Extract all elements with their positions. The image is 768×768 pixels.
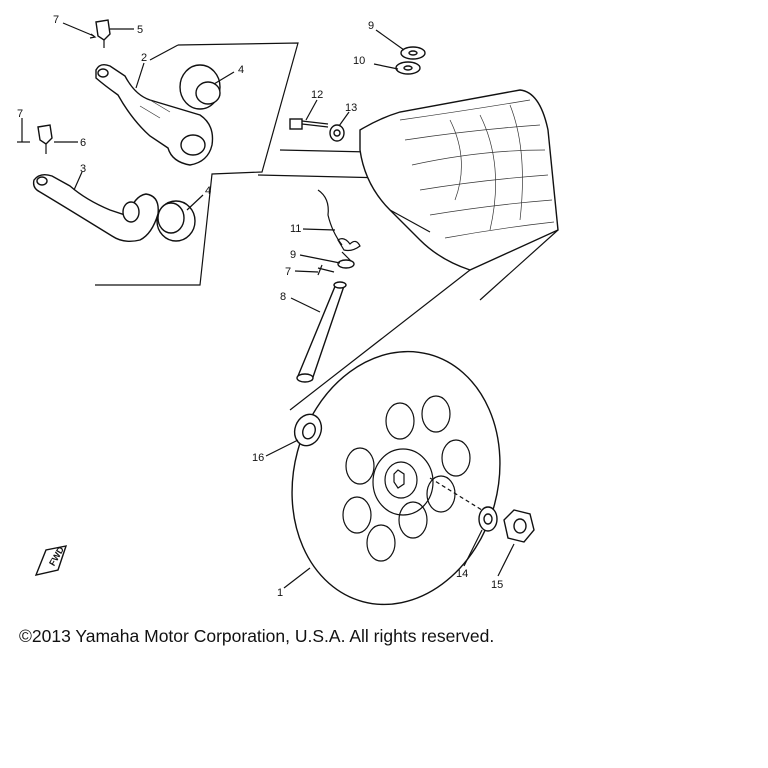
callout-labels: 7 5 2 4 7 6 3 4 9 10 12 13 11 9 7 8 16 1…	[17, 14, 503, 599]
spring-part-11	[317, 189, 361, 263]
engine-housing	[289, 89, 559, 411]
pin-part-7-lower	[317, 264, 335, 276]
callout-7-lower: 7	[285, 266, 291, 278]
cap-part-4-upper	[179, 64, 221, 110]
nut-part-15	[503, 509, 535, 543]
callout-9-lower: 9	[290, 249, 296, 261]
callout-13: 13	[345, 102, 357, 114]
callout-2: 2	[141, 52, 147, 64]
callout-7-top: 7	[53, 14, 59, 26]
callout-10: 10	[353, 55, 365, 67]
clip-part-5	[95, 19, 111, 48]
arm-part-2	[95, 63, 214, 166]
callout-6: 6	[80, 137, 86, 149]
clip-part-6	[37, 124, 53, 154]
nut-part-13	[329, 124, 345, 142]
callout-8: 8	[280, 291, 286, 303]
callout-9-upper: 9	[368, 20, 374, 32]
callout-11: 11	[290, 223, 301, 235]
callout-1: 1	[277, 587, 283, 599]
callout-3: 3	[80, 163, 86, 175]
callout-4-lower: 4	[205, 185, 211, 197]
washer-part-9-lower	[337, 259, 355, 269]
parts-diagram: FWD 7 5 2 4 7 6 3 4 9 10 1	[17, 14, 559, 606]
shaft-part-8	[296, 281, 347, 383]
callout-15: 15	[491, 579, 503, 591]
callout-12: 12	[311, 89, 323, 101]
leader-lines	[17, 22, 515, 589]
callout-7-left: 7	[17, 108, 23, 120]
washer-part-9-upper	[400, 46, 426, 60]
callout-16: 16	[252, 452, 264, 464]
callout-4-upper: 4	[238, 64, 244, 76]
disc-part-1	[291, 350, 501, 606]
callout-5: 5	[137, 24, 143, 36]
cap-part-4-lower	[156, 200, 196, 242]
copyright-notice: ©2013 Yamaha Motor Corporation, U.S.A. A…	[19, 626, 495, 646]
assembly-outline	[95, 42, 389, 286]
clip-part-10	[395, 61, 421, 75]
callout-14: 14	[456, 568, 468, 580]
seal-part-16	[293, 413, 323, 447]
bolt-part-12	[289, 118, 329, 130]
arm-part-3	[32, 173, 159, 243]
washer-part-14	[478, 506, 498, 532]
fwd-direction-marker: FWD	[34, 544, 68, 576]
